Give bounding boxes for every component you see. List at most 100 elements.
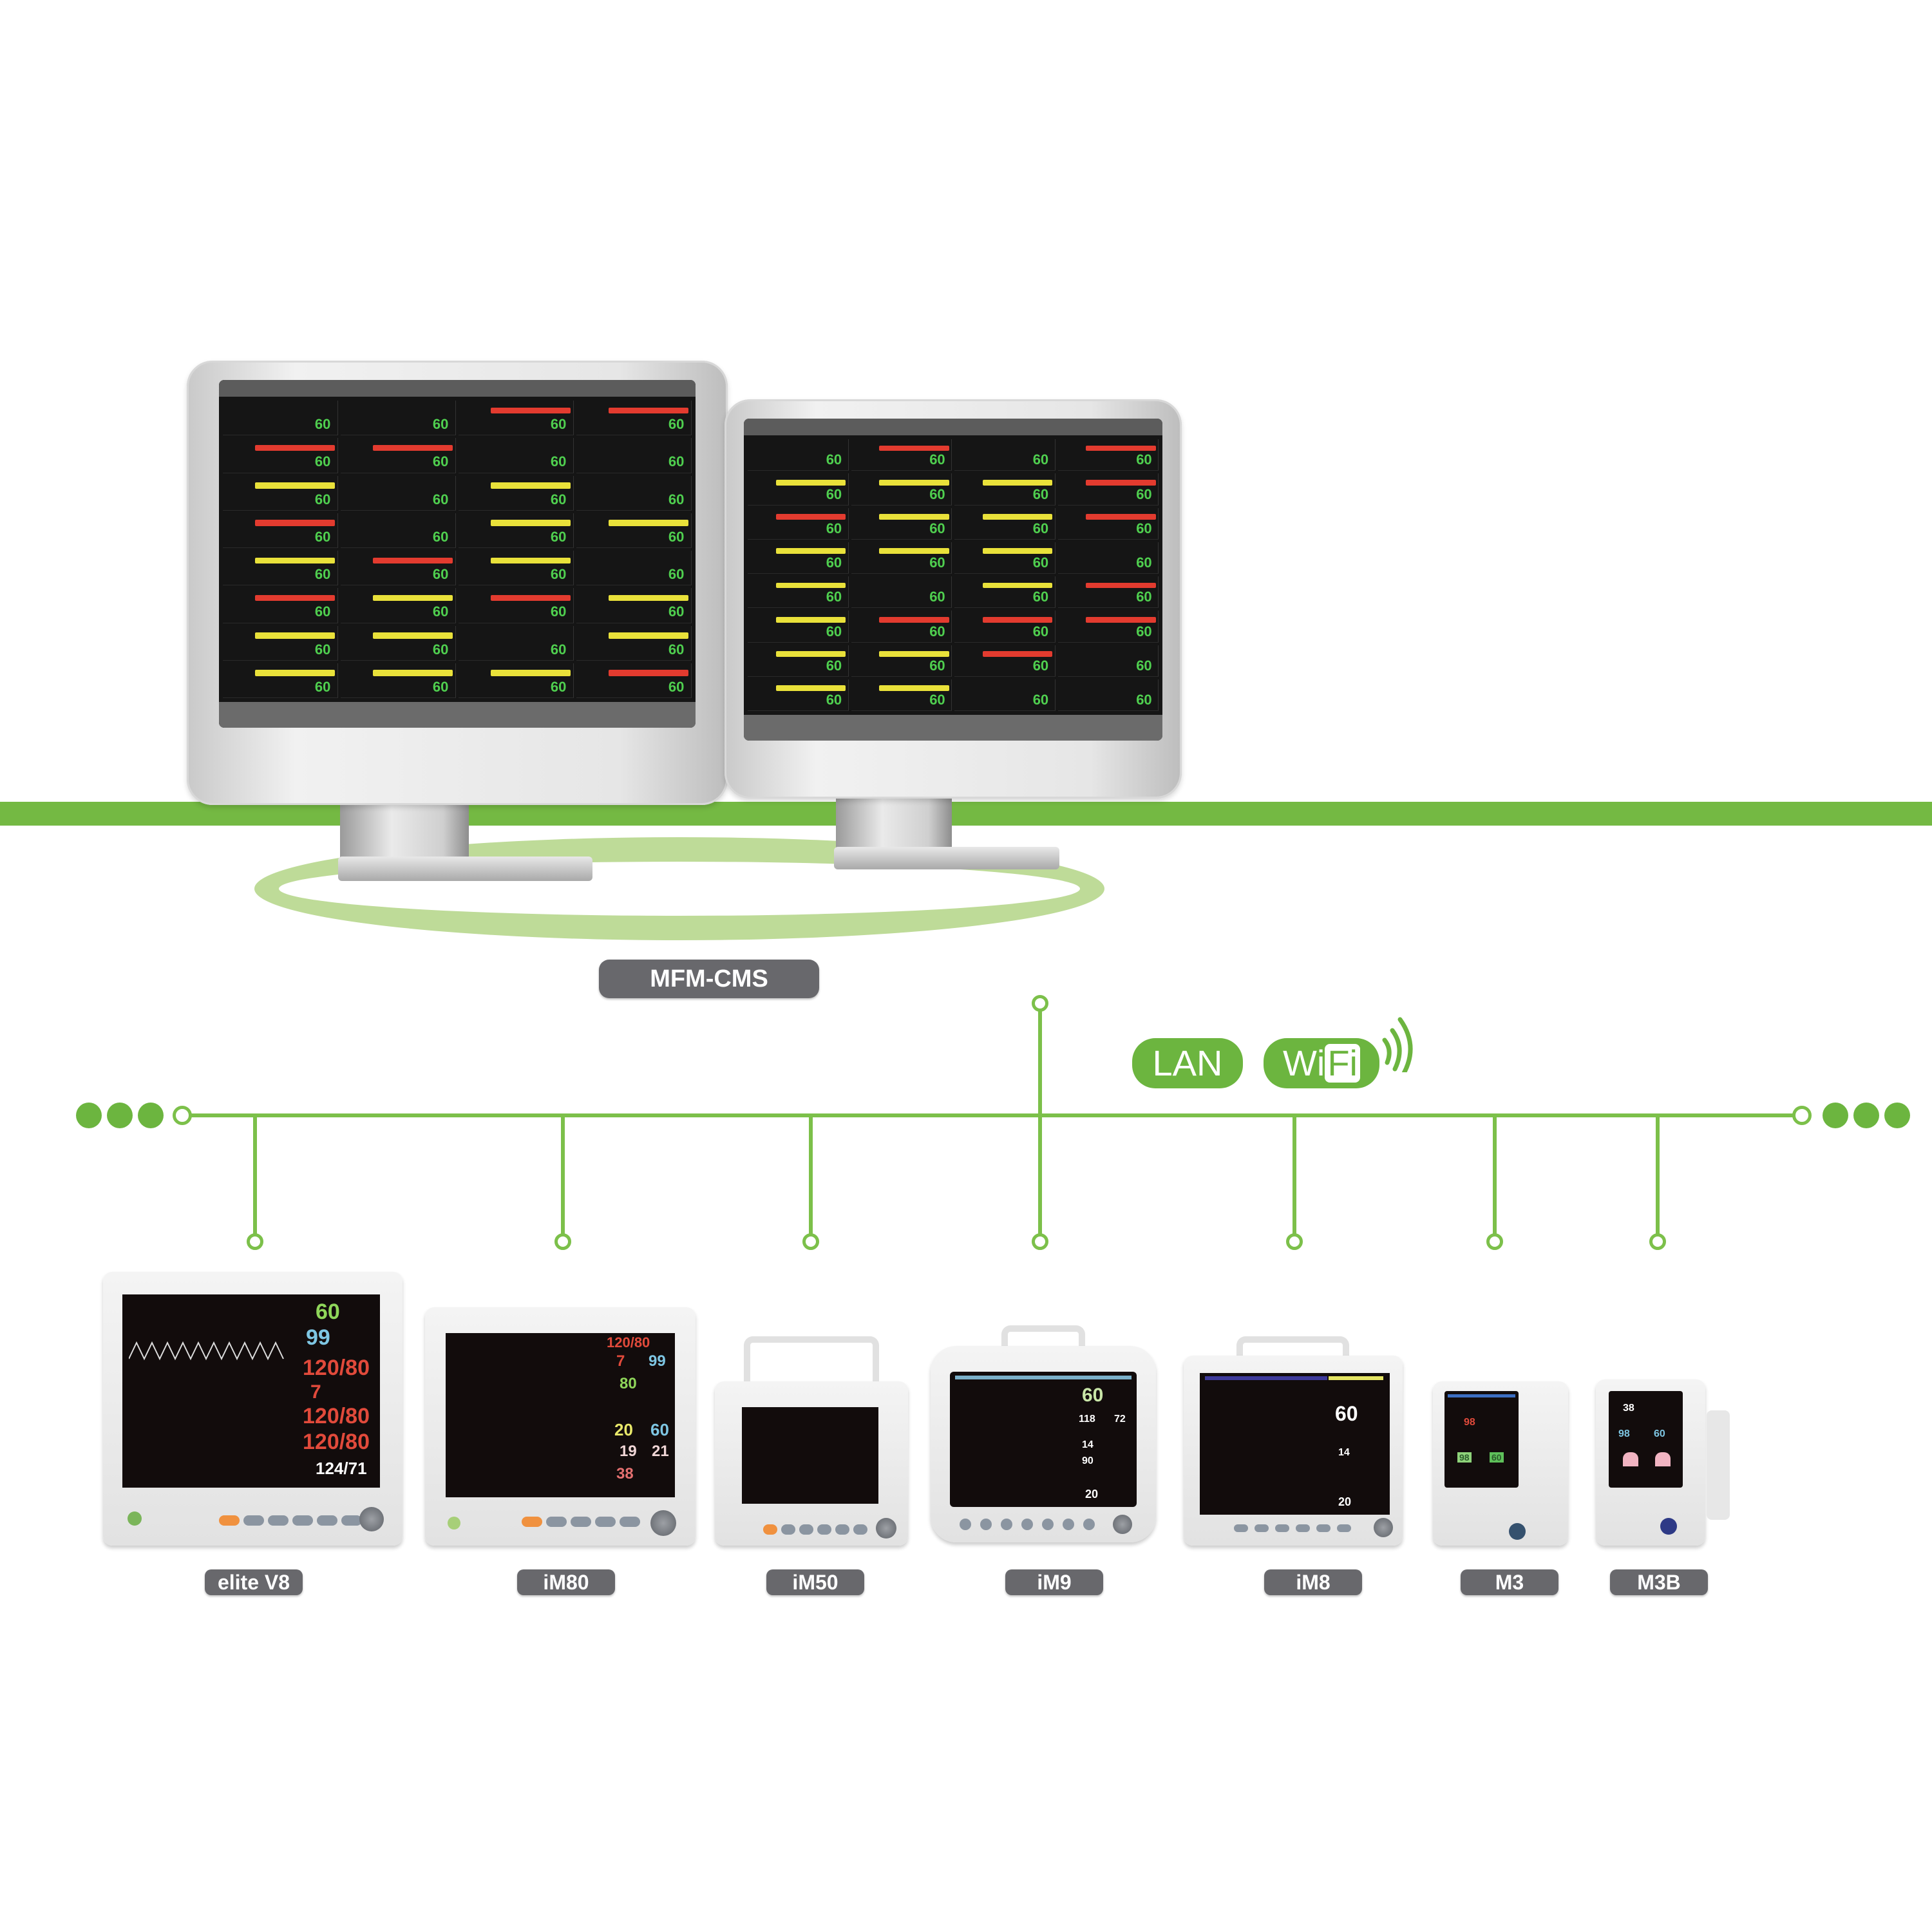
bed-tile[interactable]: 60 <box>954 439 1056 471</box>
bed-tile[interactable]: 60 <box>341 513 456 548</box>
bed-tile[interactable]: 60 <box>459 513 574 548</box>
bed-tile[interactable]: 60 <box>1057 473 1159 506</box>
bed-tile[interactable]: 60 <box>851 542 952 574</box>
bed-tile[interactable]: 60 <box>341 475 456 511</box>
bed-tile[interactable]: 60 <box>1057 542 1159 574</box>
bed-tile[interactable]: 60 <box>459 551 574 586</box>
heart-rate-value: 60 <box>1032 520 1049 536</box>
bed-tile[interactable]: 60 <box>954 679 1056 711</box>
bed-tile[interactable]: 60 <box>341 663 456 698</box>
bed-tile[interactable]: 60 <box>576 513 692 548</box>
device-label-m3: M3 <box>1461 1569 1558 1595</box>
heart-rate-value: 60 <box>1032 451 1049 468</box>
bed-tile[interactable]: 60 <box>223 551 338 586</box>
bed-tile[interactable]: 60 <box>576 588 692 623</box>
heart-rate-value: 60 <box>668 416 685 433</box>
heart-rate-value: 60 <box>432 566 449 583</box>
bed-tile[interactable]: 60 <box>576 663 692 698</box>
bed-tile[interactable]: 60 <box>851 576 952 609</box>
bed-tile[interactable]: 60 <box>748 473 849 506</box>
bed-tile[interactable]: 60 <box>1057 507 1159 540</box>
bed-tile[interactable]: 60 <box>748 576 849 609</box>
bed-tile[interactable]: 60 <box>851 439 952 471</box>
cms-titlebar <box>219 380 696 397</box>
bed-tile[interactable]: 60 <box>341 551 456 586</box>
bed-tile[interactable]: 60 <box>851 473 952 506</box>
bed-tile[interactable]: 60 <box>341 588 456 623</box>
bed-tile[interactable]: 60 <box>954 542 1056 574</box>
alarm-bar <box>775 685 846 692</box>
heart-rate-value: 60 <box>1136 589 1152 605</box>
bed-tile[interactable]: 60 <box>851 507 952 540</box>
drop-line <box>809 1115 813 1235</box>
bed-tile[interactable]: 60 <box>748 611 849 643</box>
heart-rate-value: 60 <box>826 623 842 639</box>
heart-rate-value: 60 <box>929 657 945 674</box>
carry-handle <box>1001 1325 1085 1354</box>
bed-tile[interactable]: 60 <box>459 663 574 698</box>
bed-tile[interactable]: 60 <box>341 401 456 436</box>
bed-tile[interactable]: 60 <box>223 513 338 548</box>
device-header-bar <box>955 1376 1132 1379</box>
bed-tile[interactable]: 60 <box>748 645 849 677</box>
alarm-bar <box>608 632 689 639</box>
bed-tile[interactable]: 60 <box>748 679 849 711</box>
alarm-bar <box>490 594 571 601</box>
bed-tile[interactable]: 60 <box>954 576 1056 609</box>
rotary-knob <box>359 1507 384 1531</box>
alarm-bar <box>372 557 453 564</box>
pleth-waveform <box>129 1341 284 1361</box>
bed-tile[interactable]: 60 <box>851 645 952 677</box>
bed-tile[interactable]: 60 <box>223 401 338 436</box>
alarm-bar <box>254 444 336 451</box>
device-screen: 60 99 120/80 7 120/80 120/80 124/71 <box>122 1294 380 1488</box>
device-screen: 98 98 60 <box>1444 1391 1519 1488</box>
bed-tile[interactable]: 60 <box>341 625 456 661</box>
bed-tile[interactable]: 60 <box>223 663 338 698</box>
bed-tile[interactable]: 60 <box>223 438 338 473</box>
heart-rate-value: 60 <box>1136 486 1152 502</box>
bed-tile[interactable]: 60 <box>576 438 692 473</box>
bed-tile[interactable]: 60 <box>459 401 574 436</box>
bed-tile[interactable]: 60 <box>459 438 574 473</box>
device-header-bar <box>1205 1376 1327 1380</box>
bed-tile[interactable]: 60 <box>851 679 952 711</box>
bed-tile[interactable]: 60 <box>1057 576 1159 609</box>
bed-tile[interactable]: 60 <box>459 475 574 511</box>
bed-tile[interactable]: 60 <box>954 611 1056 643</box>
bed-tile[interactable]: 60 <box>223 475 338 511</box>
bed-tile[interactable]: 60 <box>459 588 574 623</box>
bed-tile[interactable]: 60 <box>748 507 849 540</box>
bed-tile[interactable]: 60 <box>341 438 456 473</box>
bed-tile[interactable]: 60 <box>1057 611 1159 643</box>
bed-tile[interactable]: 60 <box>954 507 1056 540</box>
bed-tile[interactable]: 60 <box>576 625 692 661</box>
bed-tile[interactable]: 60 <box>954 473 1056 506</box>
bed-tile[interactable]: 60 <box>223 588 338 623</box>
device-screen: 60 14 20 <box>1200 1373 1390 1515</box>
drop-node <box>554 1233 571 1250</box>
bed-tile[interactable]: 60 <box>576 551 692 586</box>
alarm-bar <box>775 582 846 589</box>
bed-tile[interactable]: 60 <box>954 645 1056 677</box>
bed-tile[interactable]: 60 <box>223 625 338 661</box>
bed-tile[interactable]: 60 <box>748 542 849 574</box>
bed-tile[interactable]: 60 <box>748 439 849 471</box>
bed-tile[interactable]: 60 <box>851 611 952 643</box>
bed-tile[interactable]: 60 <box>459 625 574 661</box>
bed-tile[interactable]: 60 <box>576 401 692 436</box>
bed-tile[interactable]: 60 <box>1057 645 1159 677</box>
alarm-bar <box>254 670 336 676</box>
bed-tile[interactable]: 60 <box>1057 679 1159 711</box>
bed-tile[interactable]: 60 <box>576 475 692 511</box>
monitor-stand-right <box>836 799 952 853</box>
bed-tile[interactable]: 60 <box>1057 439 1159 471</box>
heart-rate-value: 60 <box>668 603 685 620</box>
heart-rate-value: 60 <box>314 603 331 620</box>
heart-rate-value: 60 <box>929 486 945 502</box>
continuation-dot <box>138 1103 164 1128</box>
heart-rate-value: 60 <box>826 657 842 674</box>
carry-handle <box>1236 1336 1349 1365</box>
alarm-bar <box>372 670 453 676</box>
